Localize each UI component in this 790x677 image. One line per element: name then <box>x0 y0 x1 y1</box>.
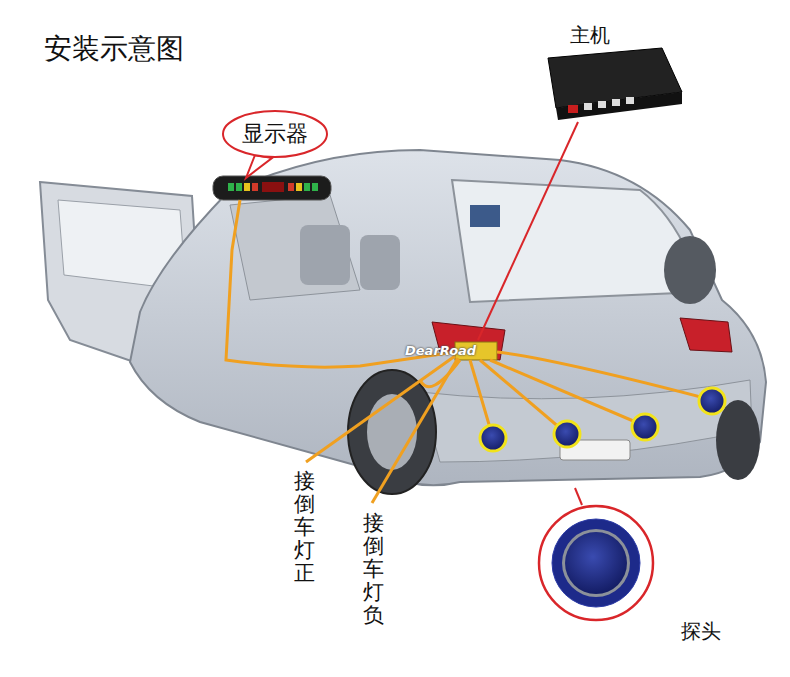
diagram-title: 安装示意图 <box>44 30 184 68</box>
part-label: 探头 <box>681 618 721 645</box>
watermark: DearRoad <box>405 343 476 358</box>
callout-bubble: 显示器 <box>222 110 328 158</box>
wire-label: 接倒车灯正 <box>294 470 315 585</box>
part-label: 主机 <box>570 22 610 49</box>
callout-text: 显示器 <box>242 119 308 149</box>
wire-label: 接倒车灯负 <box>363 512 384 627</box>
bubble-text-wrap: 显示器 <box>222 110 328 158</box>
